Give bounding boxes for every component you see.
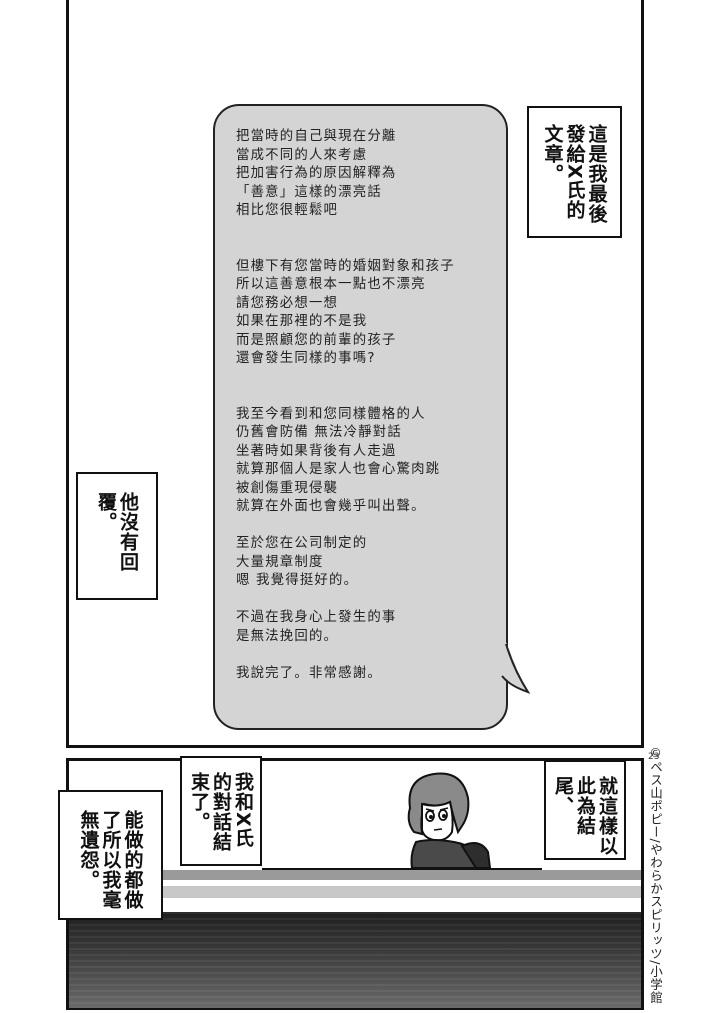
caption-text: 我和X氏的對話結束了。 [188,772,254,852]
floor-line [262,868,542,870]
caption-text: 他沒有回覆。 [95,492,139,572]
caption-no-reply: 他沒有回覆。 [76,472,158,600]
background-band [69,886,641,898]
bubble-tail-icon [498,642,531,694]
caption-no-regret: 能做的都做了所以我毫無遺怨。 [58,790,163,920]
caption-conversation-ended: 我和X氏的對話結束了。 [180,756,262,866]
caption-text: 就這樣以此為結尾、 [552,776,618,856]
copyright-credit: ©ペス山ポピー/やわらかスピリッツ/小学館 [648,745,663,1004]
chat-message-text: 把當時的自己與現在分離 當成不同的人來考慮 把加害行為的原因解釋為 「善意」這樣… [236,129,455,681]
background-band [69,870,641,880]
caption-last-message: 這是我最後發給X氏的文章。 [527,106,622,238]
background-shadow [69,912,641,1008]
page-number: 23 [648,752,660,762]
character-illustration [407,772,492,868]
caption-ended-like-this: 就這樣以此為結尾、 [544,760,626,860]
background-texture [69,912,641,1008]
caption-text: 這是我最後發給X氏的文章。 [541,124,608,224]
chat-bubble [213,104,508,730]
caption-text: 能做的都做了所以我毫無遺怨。 [77,810,144,910]
